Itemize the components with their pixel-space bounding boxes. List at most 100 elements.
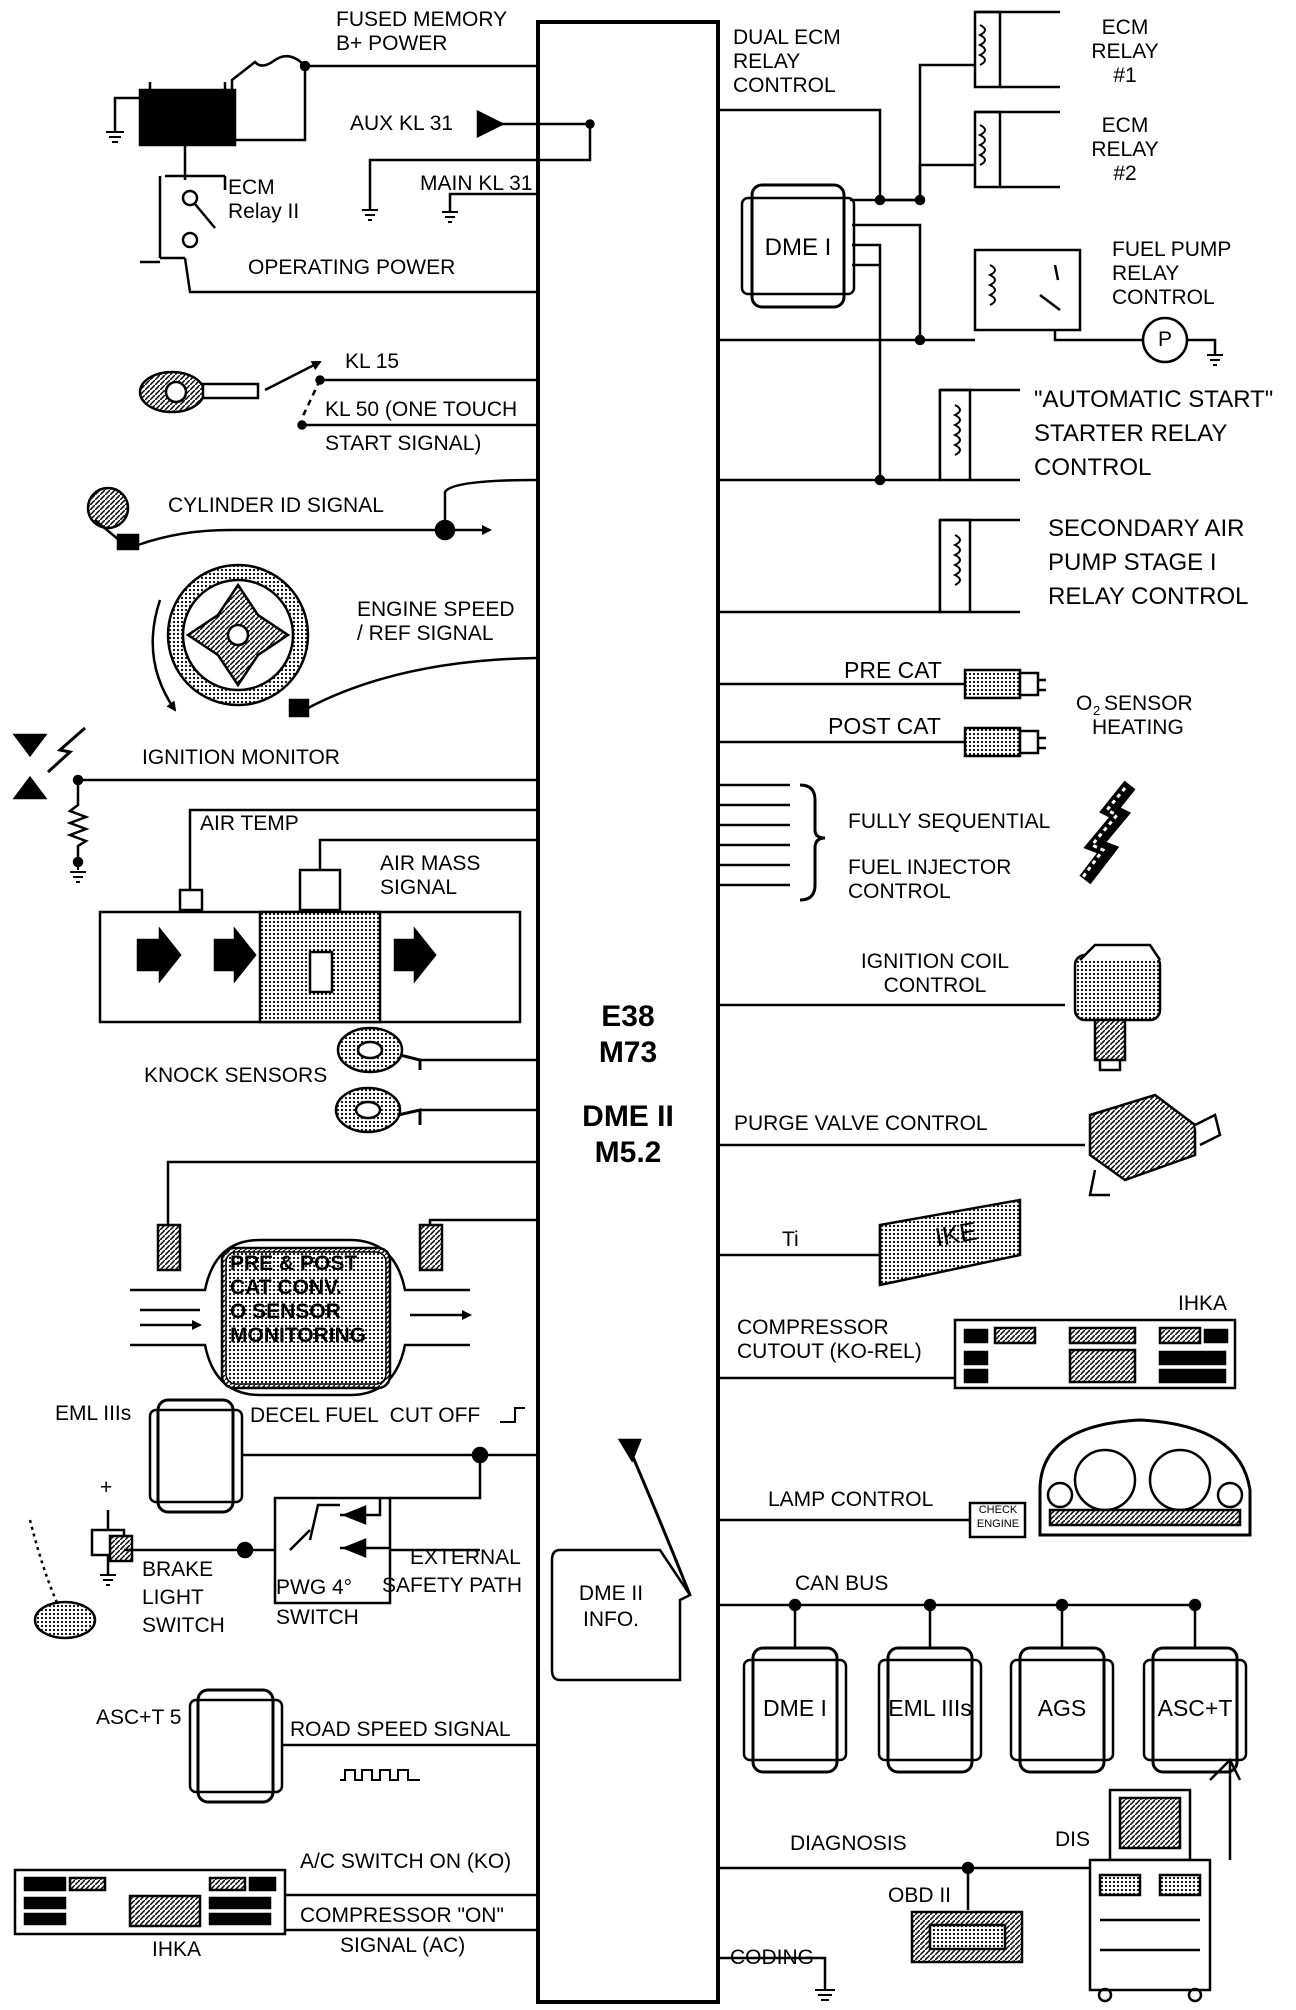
coding-ground <box>718 1956 835 2001</box>
label-can-bus: CAN BUS <box>795 1572 889 1595</box>
module-label-e38: E38 <box>601 1000 655 1033</box>
engine-speed-sensor <box>151 563 538 718</box>
label-engine-speed-1: ENGINE SPEED <box>357 598 515 621</box>
label-can-asct: ASC+T <box>1157 1695 1233 1721</box>
label-coding: CODING <box>730 1946 814 1969</box>
secondary-air-relay <box>718 518 1020 614</box>
label-fused-memory: FUSED MEMORY <box>336 8 508 31</box>
instrument-cluster <box>718 1418 1252 1539</box>
label-brake-3: SWITCH <box>142 1614 225 1637</box>
asct5-module <box>188 1688 537 1804</box>
label-main-kl31: MAIN KL 31 <box>420 172 533 195</box>
info-box-line2: INFO. <box>583 1608 639 1631</box>
label-dme-i-top: DME I <box>764 234 832 261</box>
label-operating-power: OPERATING POWER <box>248 256 456 279</box>
label-kl50-1: KL 50 (ONE TOUCH <box>325 398 518 421</box>
main-kl31-connection <box>442 192 537 223</box>
label-compressor-on-2: SIGNAL (AC) <box>340 1934 466 1957</box>
aux-kl31-connection <box>362 109 595 221</box>
fuel-injectors <box>718 780 1136 902</box>
o2-sensor-heaters <box>718 668 1046 758</box>
label-auto-start-2: STARTER RELAY <box>1034 420 1228 447</box>
label-post-cat: POST CAT <box>828 713 941 739</box>
label-secondary-air-1: SECONDARY AIR <box>1048 515 1245 542</box>
label-pwg-2: SWITCH <box>276 1606 359 1629</box>
label-ignition-monitor: IGNITION MONITOR <box>142 746 340 769</box>
label-check-engine-1: CHECK <box>978 1504 1018 1516</box>
label-bplus-power: B+ POWER <box>336 32 448 55</box>
label-cylinder-id: CYLINDER ID SIGNAL <box>168 494 384 517</box>
dis-tester <box>1088 1757 1242 2003</box>
module-label-dme-ii: DME II <box>582 1100 674 1133</box>
label-plus-sign: + <box>100 1476 113 1499</box>
label-air-temp: AIR TEMP <box>200 812 299 835</box>
label-auto-start-1: "AUTOMATIC START" <box>1034 386 1274 413</box>
label-compressor-cutout-2: CUTOUT (KO-REL) <box>737 1340 922 1363</box>
label-o2-subscript: 2 <box>1093 703 1101 718</box>
label-air-mass-1: AIR MASS <box>380 852 481 875</box>
label-eml-iiis: EML IIIs <box>55 1402 132 1425</box>
label-fuel-pump-3: CONTROL <box>1112 286 1215 309</box>
label-asct5: ASC+T 5 <box>96 1706 182 1729</box>
label-cat-monitor-1: PRE & POST <box>230 1252 358 1275</box>
brake-light-switch-pwg <box>28 1455 482 1640</box>
label-kl50-2: START SIGNAL) <box>325 432 482 455</box>
label-ecm-relay1-3: #1 <box>1113 64 1137 87</box>
label-fuel-injector-2: CONTROL <box>848 880 951 903</box>
label-obd2: OBD II <box>888 1884 952 1907</box>
label-dual-ecm-1: DUAL ECM <box>733 26 841 49</box>
label-compressor-cutout-1: COMPRESSOR <box>737 1316 889 1339</box>
label-can-dme-i: DME I <box>763 1695 827 1721</box>
label-brake-1: BRAKE <box>142 1558 214 1581</box>
air-mass-meter <box>98 808 537 1024</box>
dme-i-module-top <box>740 183 922 478</box>
eml-iiis-left <box>148 1398 537 1514</box>
label-lamp-control: LAMP CONTROL <box>768 1488 934 1511</box>
label-cat-monitor-3: O SENSOR <box>230 1300 341 1323</box>
label-air-mass-2: SIGNAL <box>380 876 458 899</box>
label-ecm-relay1-2: RELAY <box>1091 40 1159 63</box>
label-dual-ecm-3: CONTROL <box>733 74 836 97</box>
ike-instrument-cluster-module <box>718 1198 1022 1287</box>
catalytic-converter-o2-sensors <box>130 1160 537 1397</box>
label-diagnosis: DIAGNOSIS <box>790 1832 907 1855</box>
label-secondary-air-2: PUMP STAGE I <box>1048 549 1217 576</box>
ihka-panel-right <box>718 1318 1237 1390</box>
label-ecm-relay2-2: RELAY <box>1091 138 1159 161</box>
label-aux-kl31: AUX KL 31 <box>350 112 454 135</box>
label-pre-cat: PRE CAT <box>844 657 942 683</box>
label-o2-heating-1: O SENSOR <box>1076 692 1193 715</box>
label-ecm-relay2-3: #2 <box>1113 162 1137 185</box>
label-ecm-relay-ii-1: ECM <box>228 176 275 199</box>
label-pwg-1: PWG 4° <box>276 1576 353 1599</box>
ihka-panel-left <box>13 1868 537 1936</box>
label-purge-valve: PURGE VALVE CONTROL <box>734 1112 988 1135</box>
auto-start-relay <box>718 388 1020 486</box>
ignition-monitor <box>12 726 537 883</box>
label-engine-speed-2: / REF SIGNAL <box>357 622 494 645</box>
module-label-m73: M73 <box>598 1036 658 1069</box>
label-kl15: KL 15 <box>345 350 400 373</box>
knock-sensors <box>334 1026 537 1134</box>
info-box-line1: DME II <box>578 1582 644 1605</box>
label-ecm-relay2-1: ECM <box>1101 114 1149 137</box>
label-o2-heating-2: HEATING <box>1092 716 1184 739</box>
label-fuel-injector-1: FUEL INJECTOR <box>848 856 1012 879</box>
label-fully-sequential: FULLY SEQUENTIAL <box>848 810 1051 833</box>
ignition-key <box>138 360 537 430</box>
label-cat-monitor-2: CAT CONV. <box>230 1276 343 1299</box>
diagnosis-link <box>718 1861 1090 1964</box>
label-ike: IKE <box>932 1215 980 1253</box>
label-brake-2: LIGHT <box>142 1586 204 1609</box>
label-dis: DIS <box>1055 1828 1091 1851</box>
purge-valve <box>718 1093 1222 1197</box>
label-can-eml-iiis: EML IIIs <box>888 1695 972 1721</box>
label-fuel-pump-2: RELAY <box>1112 262 1180 285</box>
label-fuel-pump-1: FUEL PUMP <box>1112 238 1232 261</box>
battery-fused-memory <box>106 54 537 180</box>
label-secondary-air-3: RELAY CONTROL <box>1048 583 1249 610</box>
label-cat-monitor-4: MONITORING <box>230 1324 367 1347</box>
label-external-2: SAFETY PATH <box>382 1574 523 1597</box>
